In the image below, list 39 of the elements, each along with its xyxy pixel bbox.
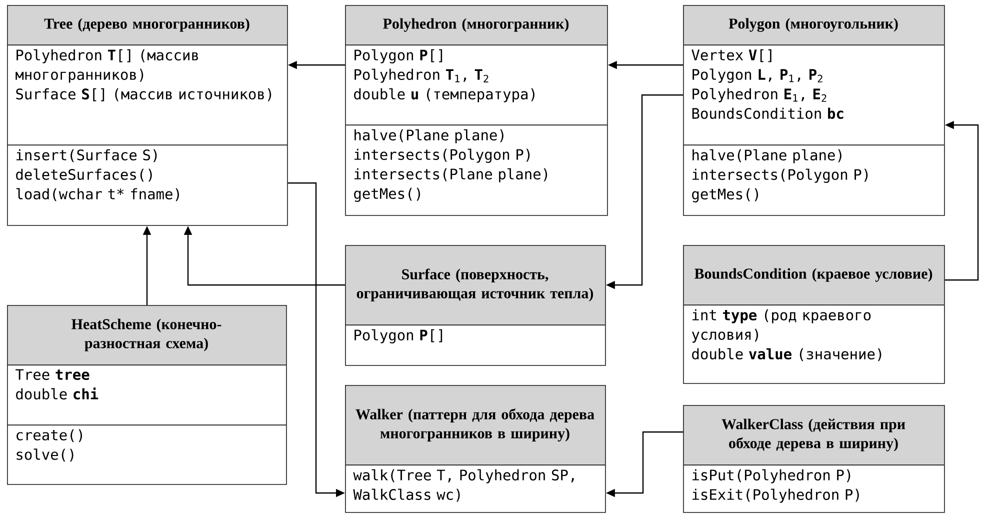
method-list: create() solve()	[16, 429, 82, 462]
node-label: halve(Plane plane)	[354, 129, 504, 144]
node-label: Polyhedron E$_{1}$, E$_{2}$	[692, 88, 826, 102]
class-name: Polygon (многоугольник)	[728, 18, 898, 32]
method-list: isPut(Polyhedron P) isExit(Polyhedron P)	[692, 469, 859, 503]
class-box	[344, 385, 606, 513]
method-list: halve(Plane plane) intersects(Polygon P) getMes()	[692, 149, 868, 202]
method-list: insert(Surface S) deleteSurfaces() load(wchar t* fname)	[16, 149, 179, 202]
class-name: Walker (паттерн для обхода дерева многогранников в ширину)	[356, 408, 594, 442]
node-label: BoundsCondition bc	[692, 108, 844, 119]
class-name: Surface (поверхность, ограничивающая источник тепла)	[356, 268, 594, 302]
attribute-list: int type (род краевого условия) double value (значение)	[692, 309, 882, 362]
node-label: Polygon L, P$_{1}$, P$_{2}$	[692, 68, 822, 83]
node-label: Polygon P[]	[354, 49, 442, 64]
class-name: Tree (дерево многогранников)	[44, 18, 250, 32]
class-box	[682, 245, 945, 384]
class-box	[6, 5, 288, 226]
class-name: Polyhedron (многогранник)	[383, 18, 569, 32]
attribute-list: Vertex V[] Polygon L, P$_{1}$, P$_{2}$ Polyhedron E$_{1}$, E$_{2}$ BoundsCondition bc	[692, 49, 844, 119]
node-label: double u (температура)	[354, 88, 534, 102]
attribute-list: Polyhedron T[] (массив многогранников) Surface S[] (массив источников)	[16, 49, 272, 102]
node-label: getMes()	[354, 188, 420, 202]
class-box	[682, 405, 945, 513]
class-box	[344, 5, 608, 216]
class-name: WalkerClass (действия при обходе дерева в ширину)	[722, 418, 906, 452]
method-list: walk(Tree T, Polyhedron SP, WalkClass wc)	[353, 469, 574, 502]
class-name: HeatScheme (конечно-разностная схема)	[72, 318, 222, 352]
class-box	[344, 245, 606, 366]
node-label: intersects(Polygon P)	[354, 148, 530, 163]
attribute-list: Polygon P[] Polyhedron T$_{1}$, T$_{2}$ double u (температура)	[354, 49, 534, 102]
attribute-list: Tree tree double chi	[16, 369, 98, 400]
class-name: BoundsCondition (краевое условие)	[694, 268, 932, 282]
node-label: Vertex V[]	[692, 49, 772, 62]
method-list: halve(Plane plane) intersects(Polygon P) intersects(Plane plane) getMes()	[354, 129, 548, 202]
class-box	[6, 305, 287, 485]
node-label: Polyhedron T$_{1}$, T$_{2}$	[354, 68, 488, 83]
node-label: intersects(Plane plane)	[354, 168, 548, 182]
class-box	[682, 5, 945, 216]
attribute-list: Polygon P[]	[354, 329, 442, 344]
